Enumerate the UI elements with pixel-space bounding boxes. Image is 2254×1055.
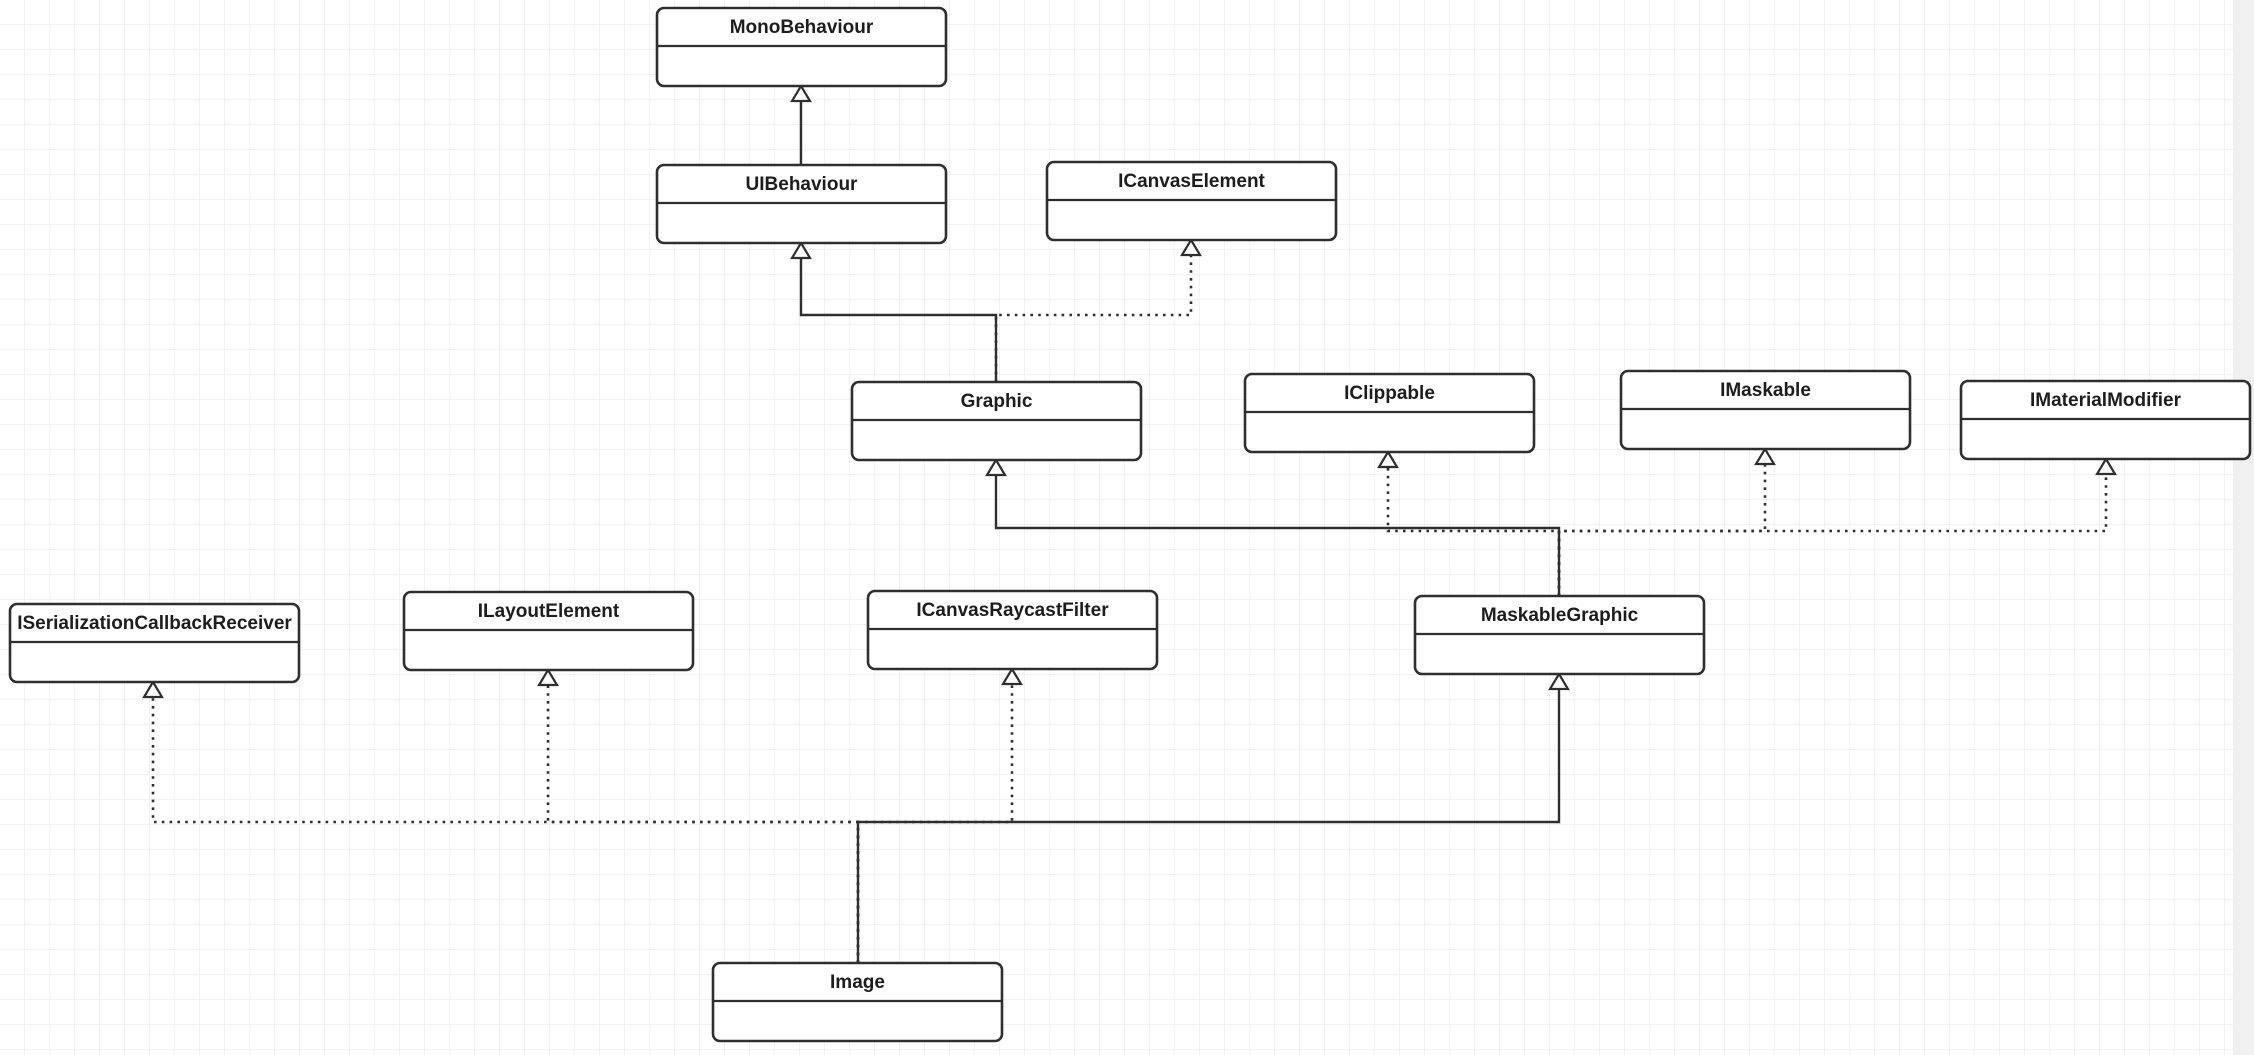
uml-class-node-iserializationcallbackreceiver[interactable]: ISerializationCallbackReceiver: [8, 602, 301, 684]
edge-generalization-maskablegraphic-to-graphic[interactable]: [985, 457, 1561, 596]
node-title: ILayoutElement: [478, 601, 620, 622]
generalization-line: [994, 475, 1561, 596]
edge-realization-maskablegraphic-to-iclippable[interactable]: [1377, 449, 1561, 596]
uml-class-node-iclippable[interactable]: IClippable: [1243, 372, 1536, 454]
node-title: ISerializationCallbackReceiver: [17, 613, 292, 634]
node-title: IMaskable: [1720, 380, 1811, 401]
generalization-line: [799, 258, 998, 382]
edge-generalization-graphic-to-uibehaviour[interactable]: [790, 240, 998, 382]
edge-realization-graphic-to-icanvaselement[interactable]: [994, 237, 1202, 382]
node-title: Graphic: [961, 391, 1033, 412]
uml-class-node-uibehaviour[interactable]: UIBehaviour: [655, 163, 948, 245]
edge-realization-maskablegraphic-to-imaterialmodifier[interactable]: [1557, 456, 2117, 596]
realization-line: [856, 684, 1014, 963]
uml-class-node-graphic[interactable]: Graphic: [850, 380, 1143, 462]
node-title: ICanvasRaycastFilter: [916, 600, 1109, 621]
node-title: IClippable: [1344, 383, 1435, 404]
generalization-line: [856, 689, 1561, 963]
uml-class-node-imaskable[interactable]: IMaskable: [1619, 369, 1912, 451]
uml-class-node-image[interactable]: Image: [711, 961, 1004, 1043]
hollow-triangle-arrowhead-icon: [2095, 456, 2117, 476]
hollow-triangle-arrowhead-icon: [1180, 237, 1202, 257]
realization-line: [1557, 474, 2108, 596]
node-title: Image: [830, 972, 885, 993]
edge-realization-maskablegraphic-to-imaskable[interactable]: [1557, 446, 1776, 596]
uml-class-node-ilayoutelement[interactable]: ILayoutElement: [402, 590, 695, 672]
hollow-triangle-arrowhead-icon: [985, 457, 1007, 477]
edge-layer: [142, 83, 2117, 963]
hollow-triangle-arrowhead-icon: [537, 667, 559, 687]
realization-line: [1386, 467, 1561, 596]
uml-class-node-icanvasraycastfilter[interactable]: ICanvasRaycastFilter: [866, 589, 1159, 671]
node-title: MonoBehaviour: [730, 17, 874, 38]
node-title: ICanvasElement: [1118, 171, 1265, 192]
node-title: IMaterialModifier: [2030, 390, 2182, 411]
edge-realization-image-to-ilayoutelement[interactable]: [537, 667, 860, 963]
realization-line: [151, 697, 860, 963]
edge-realization-image-to-iserializationcallbackreceiver[interactable]: [142, 679, 860, 963]
hollow-triangle-arrowhead-icon: [790, 240, 812, 260]
node-title: UIBehaviour: [746, 174, 859, 195]
edge-generalization-uibehaviour-to-monobehaviour[interactable]: [790, 83, 812, 165]
uml-class-node-maskablegraphic[interactable]: MaskableGraphic: [1413, 594, 1706, 676]
hollow-triangle-arrowhead-icon: [1548, 671, 1570, 691]
uml-class-node-icanvaselement[interactable]: ICanvasElement: [1045, 160, 1338, 242]
hollow-triangle-arrowhead-icon: [1377, 449, 1399, 469]
edge-realization-image-to-icanvasraycastfilter[interactable]: [856, 666, 1023, 963]
uml-class-node-imaterialmodifier[interactable]: IMaterialModifier: [1959, 379, 2252, 461]
hollow-triangle-arrowhead-icon: [142, 679, 164, 699]
hollow-triangle-arrowhead-icon: [1001, 666, 1023, 686]
uml-class-node-monobehaviour[interactable]: MonoBehaviour: [655, 6, 948, 88]
realization-line: [546, 685, 860, 963]
edge-generalization-image-to-maskablegraphic[interactable]: [856, 671, 1570, 963]
hollow-triangle-arrowhead-icon: [790, 83, 812, 103]
outside-canvas-area: [2233, 0, 2254, 1055]
realization-line: [994, 255, 1193, 382]
node-title: MaskableGraphic: [1481, 605, 1639, 626]
hollow-triangle-arrowhead-icon: [1754, 446, 1776, 466]
